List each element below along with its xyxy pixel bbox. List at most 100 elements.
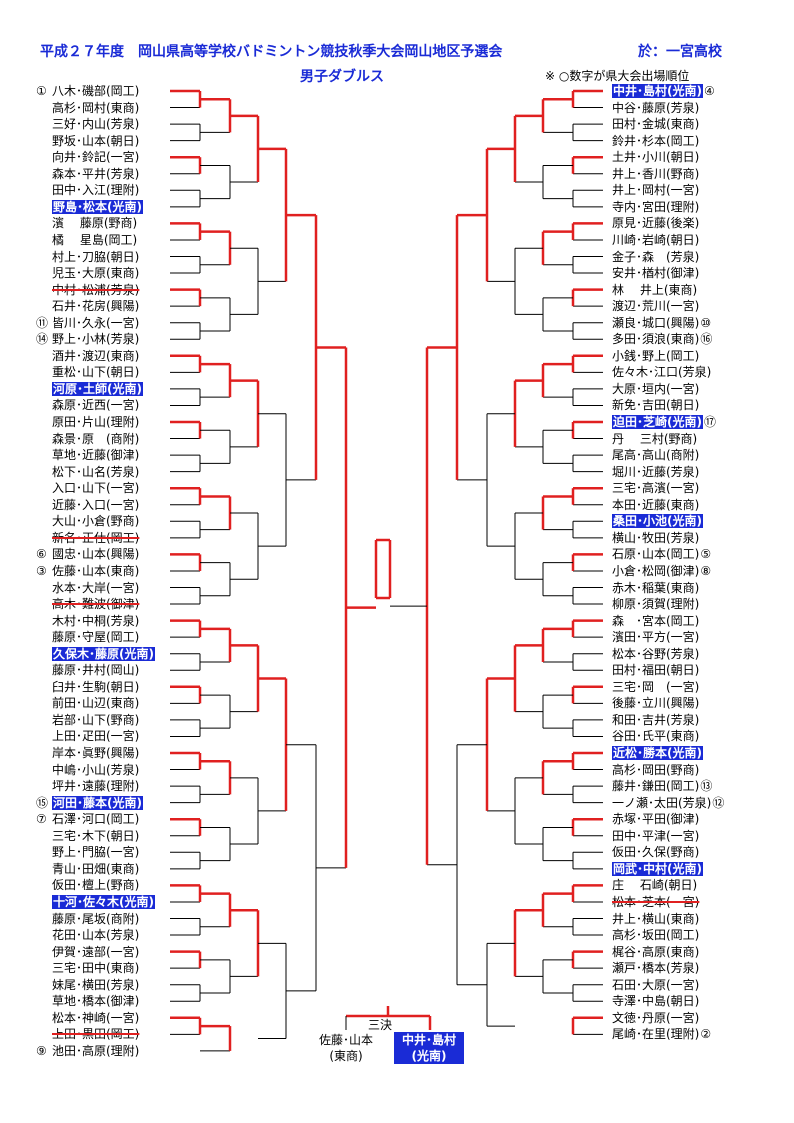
seed-number: ⑭ xyxy=(36,332,49,347)
pair-name: 新免･吉田(朝日) xyxy=(612,398,700,413)
entry-row: 妹尾･横田(芳泉) xyxy=(36,977,139,993)
pair-name: 林 井上(東商) xyxy=(612,282,698,297)
entry-row: 松本･芝本(一宮) xyxy=(612,894,700,910)
pair-name: 上田･疋田(一宮) xyxy=(52,729,140,744)
entry-row: 大原･垣内(一宮) xyxy=(612,381,700,397)
pair-name: 渡辺･荒川(一宮) xyxy=(612,299,700,314)
pair-name: 井上･岡村(一宮) xyxy=(612,183,700,198)
entry-row: 川崎･岩崎(朝日) xyxy=(612,232,700,248)
pair-name: 伊賀･遠部(一宮) xyxy=(52,944,140,959)
pair-name: 谷田･氏平(東商) xyxy=(612,729,700,744)
entry-row: ⑦ 石澤･河口(岡工) xyxy=(36,811,139,827)
entry-row: 井上･岡村(一宮) xyxy=(612,182,700,198)
pair-name: 木村･中桐(芳泉) xyxy=(52,613,140,628)
pair-name: 中村･松浦(芳泉) xyxy=(52,282,140,297)
entry-row: 渡辺･荒川(一宮) xyxy=(612,298,700,314)
entry-row: 河原･土師(光南) xyxy=(36,381,143,397)
entry-row: 新名･正仕(岡工) xyxy=(36,530,139,546)
seed-number: ③ xyxy=(36,563,47,578)
entry-row: 木村･中桐(芳泉) xyxy=(36,613,139,629)
pair-name: 野島･松本(光南) xyxy=(52,199,143,214)
entry-row: 高杉･岡田(野商) xyxy=(612,762,700,778)
third-place-left-school: (東商) xyxy=(329,1049,363,1063)
entry-row: 林 井上(東商) xyxy=(612,282,698,298)
entry-row: 井上･横山(東商) xyxy=(612,911,700,927)
third-place-right-school: (光南) xyxy=(394,1048,464,1064)
entry-row: 坪井･遠藤(理附) xyxy=(36,778,139,794)
pair-name: 桑田･小池(光南) xyxy=(612,514,703,529)
entry-row: 赤塚･平田(御津) xyxy=(612,811,700,827)
pair-name: 赤木･稲葉(東商) xyxy=(612,580,700,595)
pair-name: 瀬良･城口(興陽) xyxy=(612,315,700,330)
entry-row: 酒井･渡辺(東商) xyxy=(36,348,139,364)
third-place-label: 三決 xyxy=(368,1018,393,1032)
pair-name: 中谷･藤原(芳泉) xyxy=(612,100,700,115)
entry-row: 迫田･芝崎(光南)⑰ xyxy=(612,414,716,430)
entry-row: 三好･内山(芳泉) xyxy=(36,116,139,132)
entry-row: 原田･片山(理附) xyxy=(36,414,139,430)
pair-name: 河田･藤本(光南) xyxy=(52,795,143,810)
pair-name: 森本･平井(芳泉) xyxy=(52,166,140,181)
seed-number: ① xyxy=(36,84,47,98)
entry-row: 上田･疋田(一宮) xyxy=(36,728,139,744)
entry-row: 堀川･近藤(芳泉) xyxy=(612,464,700,480)
entry-row: 柳原･須賀(理附) xyxy=(612,596,700,612)
pair-name: 石澤･河口(岡工) xyxy=(52,812,140,827)
pair-name: 一ノ瀬･太田(芳泉) xyxy=(612,795,712,810)
third-place-right-pair: 中井･島村 xyxy=(394,1032,464,1048)
pair-name: 河原･土師(光南) xyxy=(52,381,143,396)
entry-row: 石田･大原(一宮) xyxy=(612,977,700,993)
entry-row: 花田･山本(芳泉) xyxy=(36,927,139,943)
pair-name: 岩部･山下(野商) xyxy=(52,712,140,727)
entry-row: 入口･山下(一宮) xyxy=(36,480,139,496)
entry-row: 松本･谷野(芳泉) xyxy=(612,646,700,662)
pair-name: 仮田･檀上(野商) xyxy=(52,878,140,893)
entry-row: 仮田･檀上(野商) xyxy=(36,877,139,893)
entry-row: 谷田･氏平(東商) xyxy=(612,728,700,744)
pair-name: 岸本･眞野(興陽) xyxy=(52,746,140,760)
pair-name: 川崎･岩崎(朝日) xyxy=(612,232,700,247)
seed-number: ⑧ xyxy=(700,563,712,578)
pair-name: 土井･小川(朝日) xyxy=(612,150,700,165)
entry-row: 森原･近西(一宮) xyxy=(36,397,139,413)
entry-row: 梶谷･高原(東商) xyxy=(612,944,700,960)
entry-row: 高木･難波(御津) xyxy=(36,596,139,612)
entry-row: 小銭･野上(岡工) xyxy=(612,348,700,364)
pair-name: 森原･近西(一宮) xyxy=(52,398,140,413)
pair-name: 野上･小林(芳泉) xyxy=(52,332,140,347)
pair-name: 新名･正仕(岡工) xyxy=(52,530,140,545)
entry-row: 田中･平津(一宮) xyxy=(612,828,700,844)
entry-row: 村上･刀脇(朝日) xyxy=(36,249,139,265)
entry-row: 野島･松本(光南) xyxy=(36,199,143,215)
pair-name: 入口･山下(一宮) xyxy=(52,481,140,496)
pair-name: 草地･近藤(御津) xyxy=(52,448,140,463)
pair-name: 赤塚･平田(御津) xyxy=(612,812,700,827)
entry-row: 赤木･稲葉(東商) xyxy=(612,580,700,596)
entry-row: 久保木･藤原(光南) xyxy=(36,646,155,662)
pair-name: 瀬戸･橋本(芳泉) xyxy=(612,961,700,976)
entry-row: 中井･島村(光南)④ xyxy=(612,83,715,99)
entry-row: 三宅･高濱(一宮) xyxy=(612,480,700,496)
pair-name: 坪井･遠藤(理附) xyxy=(52,779,140,794)
entry-row: 水本･大岸(一宮) xyxy=(36,580,139,596)
pair-name: 後藤･立川(興陽) xyxy=(612,696,700,711)
pair-name: 原見･近藤(後楽) xyxy=(612,216,700,231)
entry-row: 向井･鈴記(一宮) xyxy=(36,149,139,165)
entry-row: 桑田･小池(光南) xyxy=(612,513,704,529)
pair-name: 中嶋･小山(芳泉) xyxy=(52,762,140,777)
pair-name: 水本･大岸(一宮) xyxy=(52,580,140,595)
pair-name: 大原･垣内(一宮) xyxy=(612,381,700,396)
seed-number: ⑦ xyxy=(36,812,47,827)
pair-name: 高杉･岡田(野商) xyxy=(612,762,700,777)
pair-name: 安井･楢村(御津) xyxy=(612,266,700,281)
entry-row: 重松･山下(朝日) xyxy=(36,364,139,380)
seed-number: ⑥ xyxy=(36,547,47,562)
pair-name: 松本･芝本(一宮) xyxy=(612,894,700,909)
entry-row: 野上･門脇(一宮) xyxy=(36,844,139,860)
pair-name: 多田･須浪(東商) xyxy=(612,332,700,347)
pair-name: 向井･鈴記(一宮) xyxy=(52,150,140,165)
pair-name: 横山･牧田(芳泉) xyxy=(612,530,700,545)
